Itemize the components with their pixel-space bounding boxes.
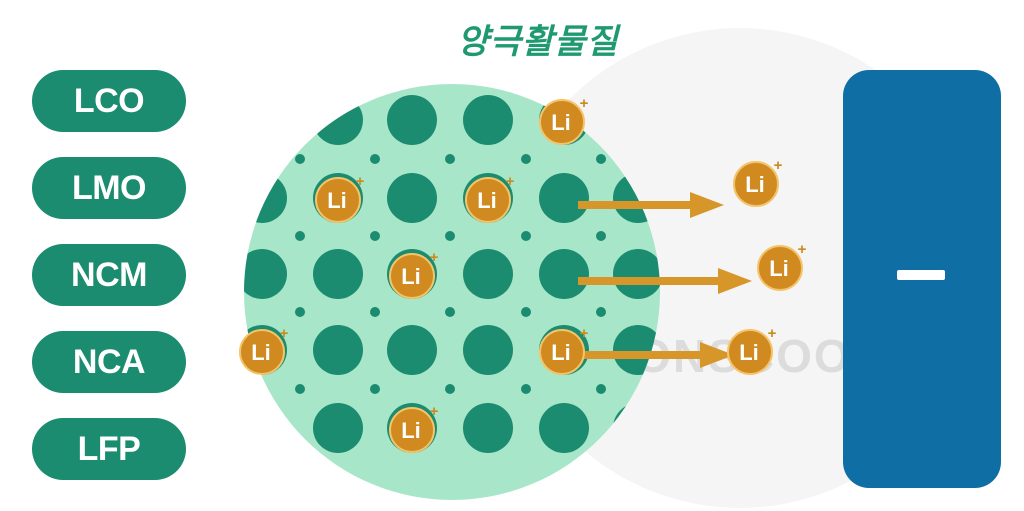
interstitial-dot [596, 307, 606, 317]
lattice-disk [244, 84, 660, 500]
interstitial-dot [295, 307, 305, 317]
lattice-atom [313, 325, 363, 375]
lattice-atom [613, 173, 660, 223]
ion-charge: + [580, 325, 589, 342]
ion-charge: + [430, 403, 439, 420]
ion-label: Li [745, 172, 765, 197]
lattice-atom [539, 403, 589, 453]
interstitial-dot [445, 307, 455, 317]
interstitial-dot [445, 384, 455, 394]
ion-label: Li [551, 340, 571, 365]
ion-label: Li [251, 340, 271, 365]
lattice-atom [313, 95, 363, 145]
interstitial-dot [521, 154, 531, 164]
material-list: LCO LMO NCM NCA LFP [32, 70, 190, 505]
ion-arrows [578, 192, 752, 368]
lattice-atom [244, 403, 287, 453]
lithium-ion: Li + [727, 325, 777, 375]
material-pill: NCM [32, 244, 186, 306]
lithium-ion: Li + [539, 325, 589, 375]
lattice-atom [613, 95, 660, 145]
ion-label: Li [401, 418, 421, 443]
anode-electrode [843, 70, 1001, 488]
lattice-atom [313, 403, 363, 453]
interstitial-dot [295, 154, 305, 164]
diagram-title: 양극활물질 [457, 22, 619, 62]
interstitial-dot [521, 384, 531, 394]
interstitial-dot [596, 231, 606, 241]
material-pill: LCO [32, 70, 186, 132]
ion-charge: + [430, 249, 439, 266]
lithium-ion: Li + [465, 173, 515, 223]
material-pill: NCA [32, 331, 186, 393]
lattice-atom [613, 403, 660, 453]
lattice-atom [613, 249, 660, 299]
ion-charge: + [506, 173, 515, 190]
ion-label: Li [739, 340, 759, 365]
interstitial-dot [295, 384, 305, 394]
ion-label: Li [769, 256, 789, 281]
interstitial-dot [370, 384, 380, 394]
ion-label: Li [401, 264, 421, 289]
lithium-ion: Li + [389, 249, 439, 299]
interstitial-dot [445, 154, 455, 164]
lithium-ions: Li + Li + Li + Li + Li + Li + Li + Li + Li + Li + [239, 95, 807, 453]
lithium-ion: Li + [315, 173, 365, 223]
lattice-atom [463, 95, 513, 145]
interstitial-dot [370, 307, 380, 317]
lattice-atom [244, 95, 287, 145]
lattice-atom [463, 249, 513, 299]
migration-arrow [578, 268, 752, 294]
migration-arrow [580, 342, 734, 368]
lattice-atom [463, 403, 513, 453]
interstitial-dot [370, 231, 380, 241]
minus-sign [897, 270, 945, 280]
lattice-atom [244, 173, 287, 223]
interstitial-dot [521, 307, 531, 317]
lithium-ion: Li + [733, 157, 783, 207]
ion-charge: + [580, 95, 589, 112]
lithium-ion: Li + [239, 325, 289, 375]
ion-charge: + [774, 157, 783, 174]
lithium-ion: Li + [757, 241, 807, 291]
lithium-ion: Li + [539, 95, 589, 145]
interstitial-dot [370, 154, 380, 164]
ion-label: Li [327, 188, 347, 213]
ion-label: Li [477, 188, 497, 213]
lattice-atom [539, 249, 589, 299]
interstitial-dot [596, 384, 606, 394]
lattice-atom [387, 173, 437, 223]
material-pill: LMO [32, 157, 186, 219]
material-pill: LFP [32, 418, 186, 480]
lattice-atom [387, 95, 437, 145]
lattice-atom [387, 325, 437, 375]
lattice-atom [244, 249, 287, 299]
lithium-ion: Li + [389, 403, 439, 453]
interstitial-dot [596, 154, 606, 164]
lattice-atom [313, 249, 363, 299]
interstitial-dot [521, 231, 531, 241]
migration-arrow [578, 192, 724, 218]
ion-charge: + [768, 325, 777, 342]
ion-charge: + [280, 325, 289, 342]
ion-charge: + [798, 241, 807, 258]
interstitial-dot [445, 231, 455, 241]
lattice-atom [463, 325, 513, 375]
interstitial-dot [295, 231, 305, 241]
ion-charge: + [356, 173, 365, 190]
ion-label: Li [551, 110, 571, 135]
lattice-atom [539, 173, 589, 223]
